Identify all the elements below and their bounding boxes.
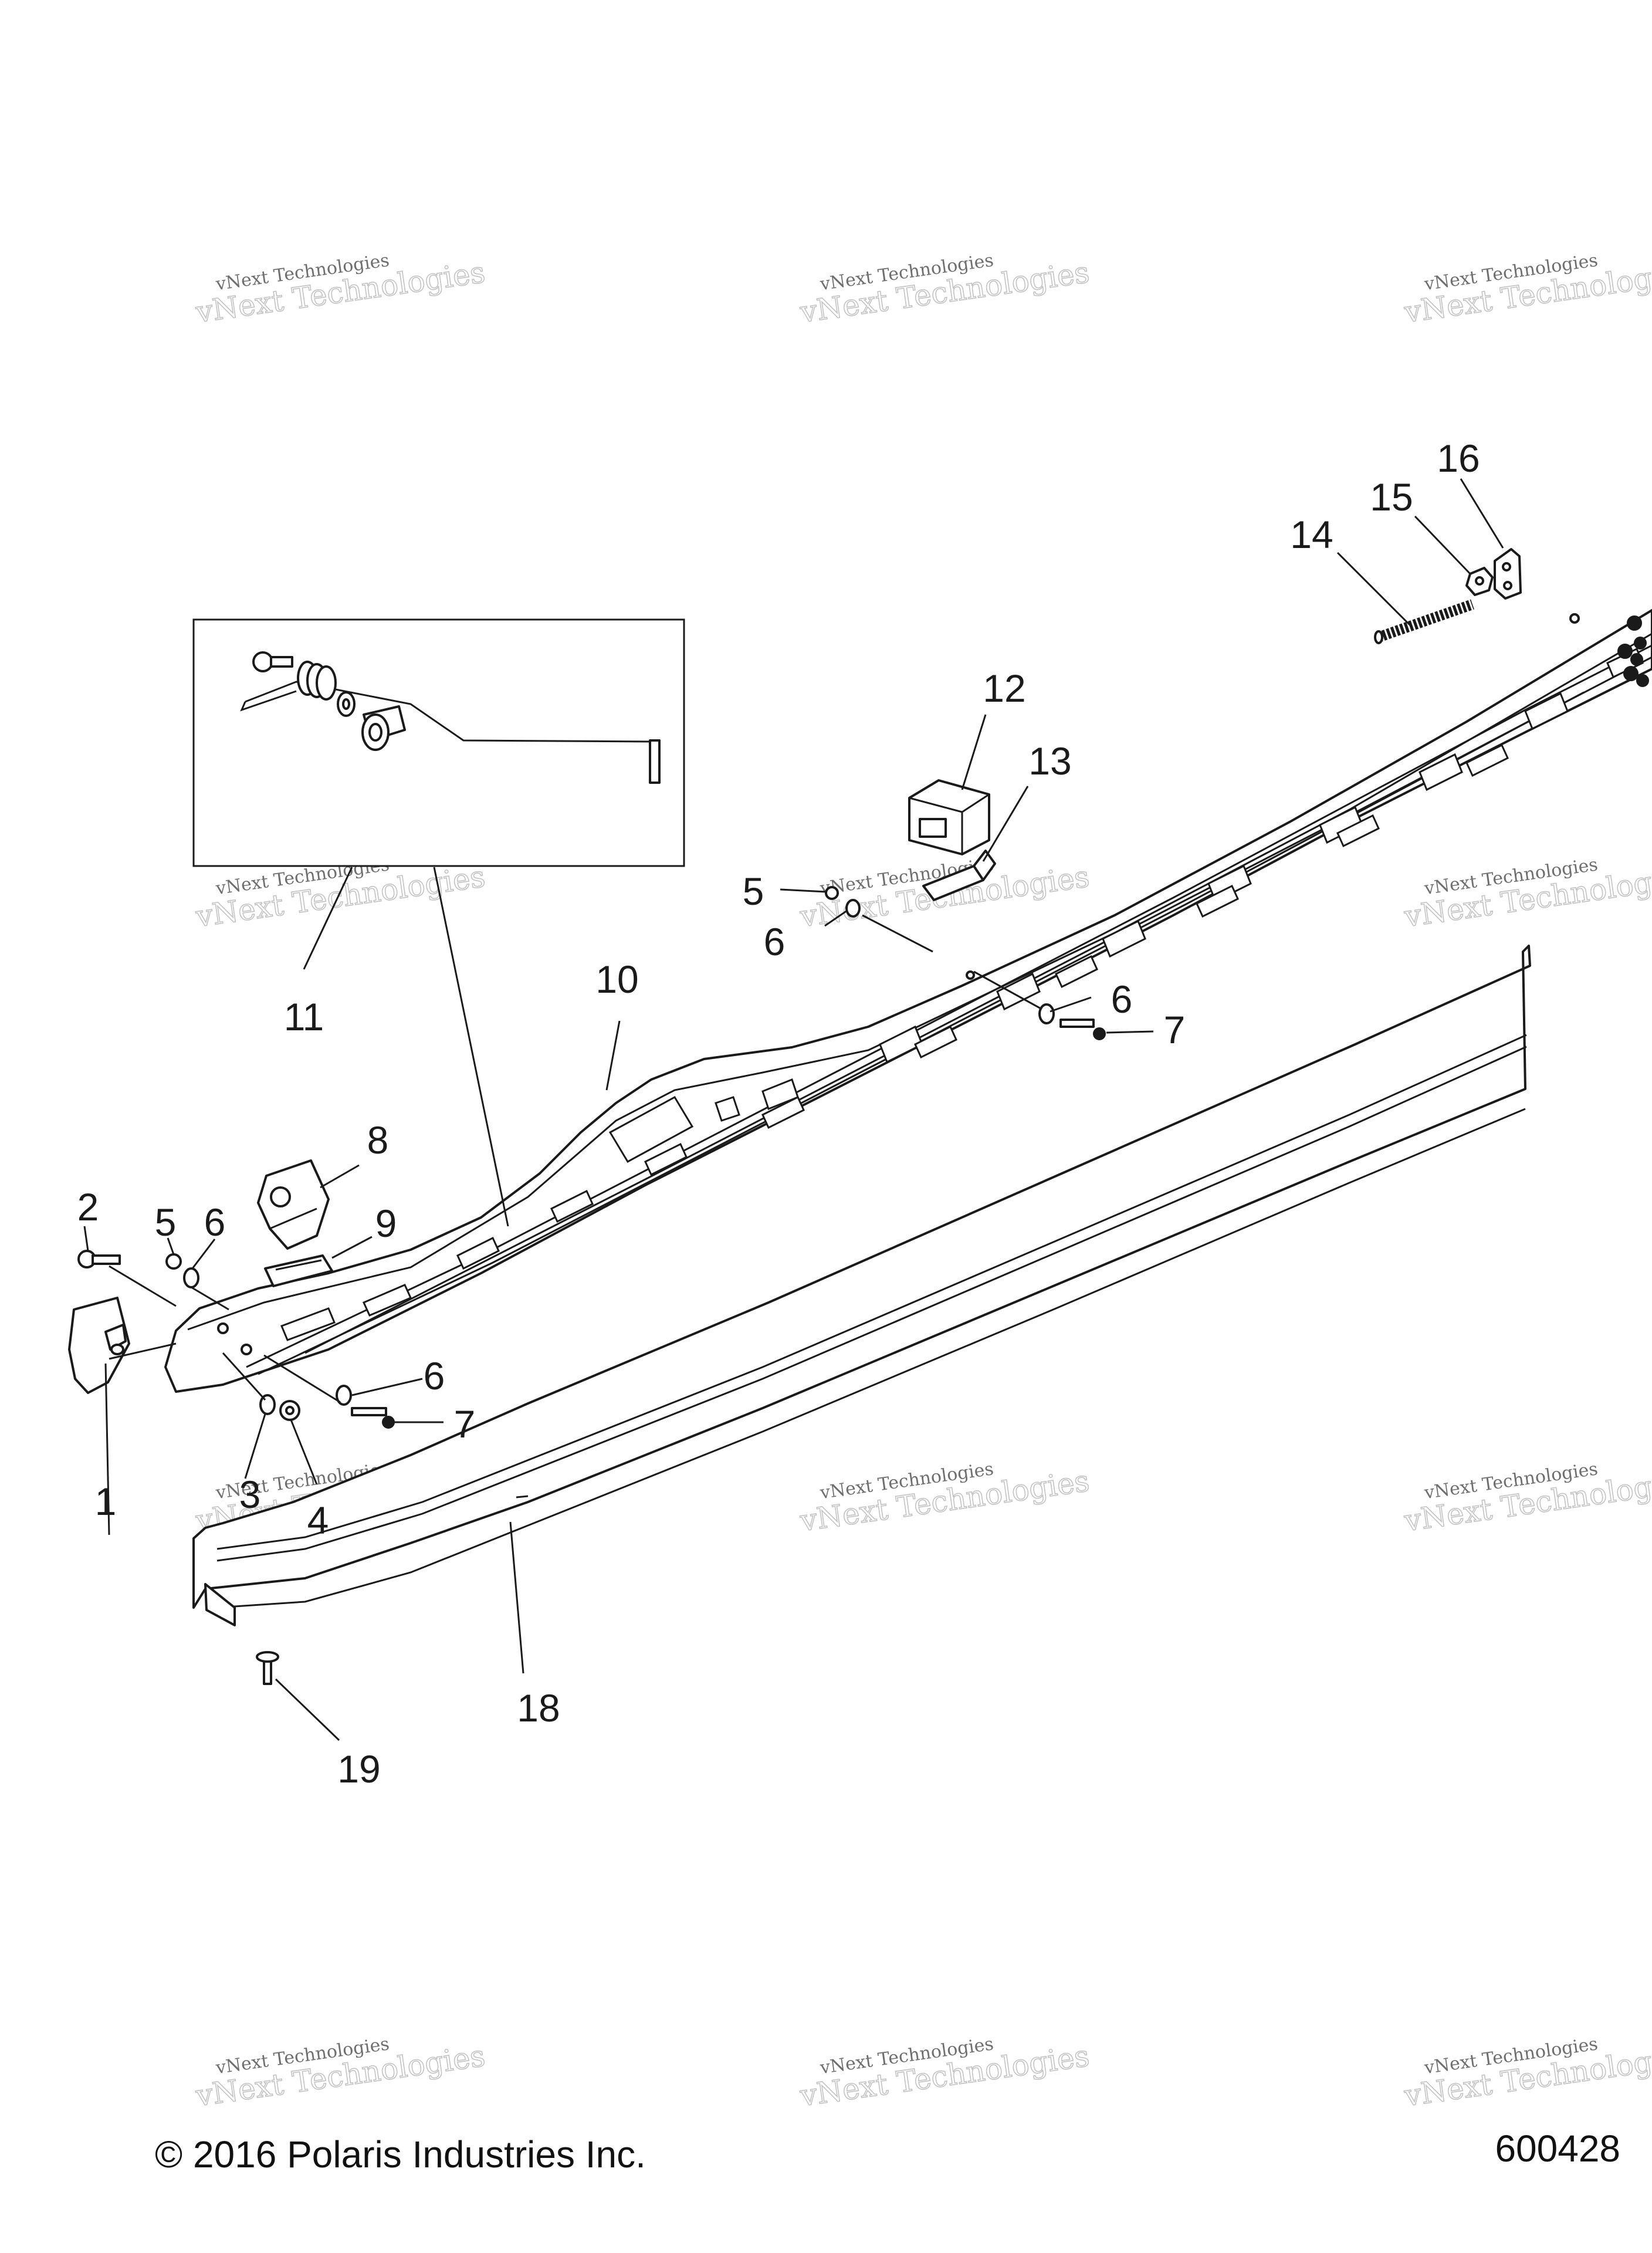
callout-6-right: 6 [1111,977,1133,1021]
clip [264,1254,333,1287]
footer: © 2016 Polaris Industries Inc. 600428 [155,2127,1620,2176]
callout-1: 1 [95,1480,117,1523]
callout-11: 11 [284,995,324,1038]
diagram-number: 600428 [1495,2127,1620,2170]
callout-5-mid: 5 [743,870,764,913]
watermarks: vNext Technologies vNext Technologies vN… [193,250,1652,2113]
callout-4: 4 [307,1498,329,1542]
callout-2: 2 [77,1185,99,1229]
wear-strip [192,945,1531,1626]
stopper-clip [922,850,996,901]
callout-6-mid: 6 [764,920,786,963]
callout-7-right: 7 [1164,1008,1186,1051]
callout-15: 15 [1370,475,1413,519]
callout-6-front: 6 [204,1200,226,1244]
watermark: vNext Technologies vNext Technologies [797,250,1092,330]
watermark: vNext Technologies vNext Technologies [1402,2034,1652,2113]
callout-12: 12 [983,667,1025,710]
inset-detail-box [192,618,685,867]
watermark: vNext Technologies vNext Technologies [1402,854,1652,934]
callout-10: 10 [595,958,638,1001]
rail-cutouts [280,647,1644,1341]
callout-6-lower: 6 [424,1354,445,1398]
leader-lines [83,478,1504,1741]
hardware [77,886,1106,1685]
callout-9: 9 [375,1202,397,1245]
watermark: vNext Technologies vNext Technologies [193,250,488,330]
watermark: vNext Technologies vNext Technologies [193,2034,488,2113]
rear-end-hardware [1617,615,1649,687]
callout-13: 13 [1028,739,1071,783]
slide-rail [164,609,1652,1393]
callout-7-lower: 7 [454,1402,476,1446]
callout-5-front: 5 [155,1200,177,1244]
hex-nut [1465,567,1494,596]
watermark: vNext Technologies vNext Technologies [1402,250,1652,330]
adjuster-bracket [1494,548,1522,600]
callout-8: 8 [367,1118,389,1162]
callouts: 1 2 3 4 5 5 6 6 6 6 7 7 8 9 10 11 12 13 … [77,437,1480,1791]
copyright-text: © 2016 Polaris Industries Inc. [155,2133,646,2176]
threaded-rod [1374,599,1474,644]
bumper-block [257,1159,330,1250]
callout-19: 19 [337,1747,380,1791]
stopper-block [908,779,990,855]
callout-14: 14 [1290,513,1333,556]
watermark: vNext Technologies vNext Technologies [797,1459,1092,1538]
spring-rod-assembly [240,651,661,784]
callout-18: 18 [517,1686,560,1730]
callout-16: 16 [1437,437,1480,480]
callout-3: 3 [239,1473,261,1516]
watermark: vNext Technologies vNext Technologies [1402,1459,1652,1538]
tip-cap [68,1297,130,1394]
watermark: vNext Technologies vNext Technologies [797,2034,1092,2113]
